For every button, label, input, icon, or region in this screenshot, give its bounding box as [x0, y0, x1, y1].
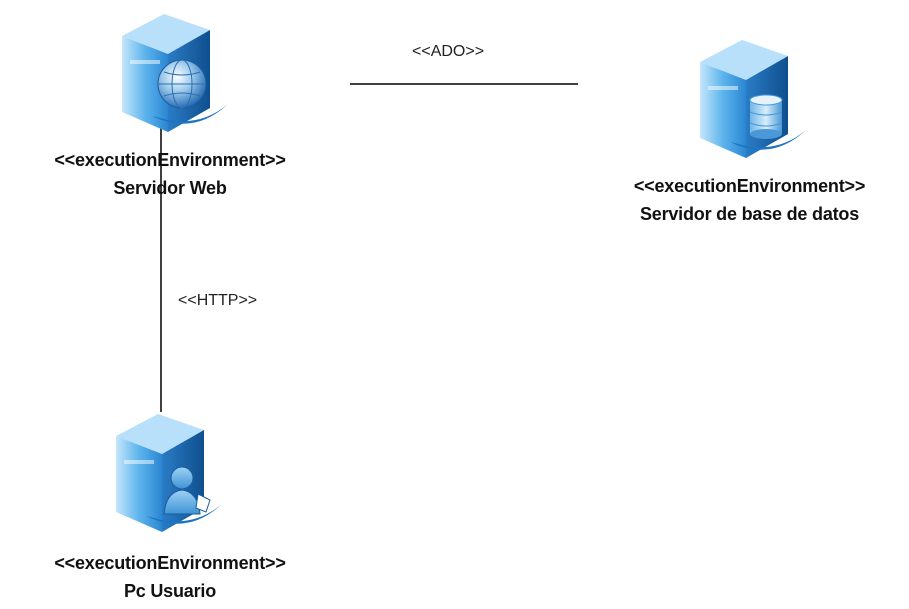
- web-server-name: Servidor Web: [113, 178, 227, 198]
- pc-user-name: Pc Usuario: [123, 581, 217, 601]
- database-server-icon: [700, 40, 806, 158]
- db-server-name: Servidor de base de datos: [639, 204, 860, 224]
- http-connector-label: <<HTTP>>: [178, 292, 258, 309]
- ado-connector-label: <<ADO>>: [412, 43, 485, 60]
- web-server-globe-icon: [122, 14, 228, 132]
- pc-user-stereotype: <<executionEnvironment>>: [54, 553, 286, 573]
- web-server-label: <<executionEnvironment>> Servidor Web: [0, 146, 340, 202]
- db-server-stereotype: <<executionEnvironment>>: [633, 176, 866, 196]
- pc-user-label: <<executionEnvironment>> Pc Usuario: [0, 549, 340, 605]
- web-server-stereotype: <<executionEnvironment>>: [54, 150, 286, 170]
- db-server-label: <<executionEnvironment>> Servidor de bas…: [590, 172, 909, 228]
- user-pc-icon: [116, 414, 222, 532]
